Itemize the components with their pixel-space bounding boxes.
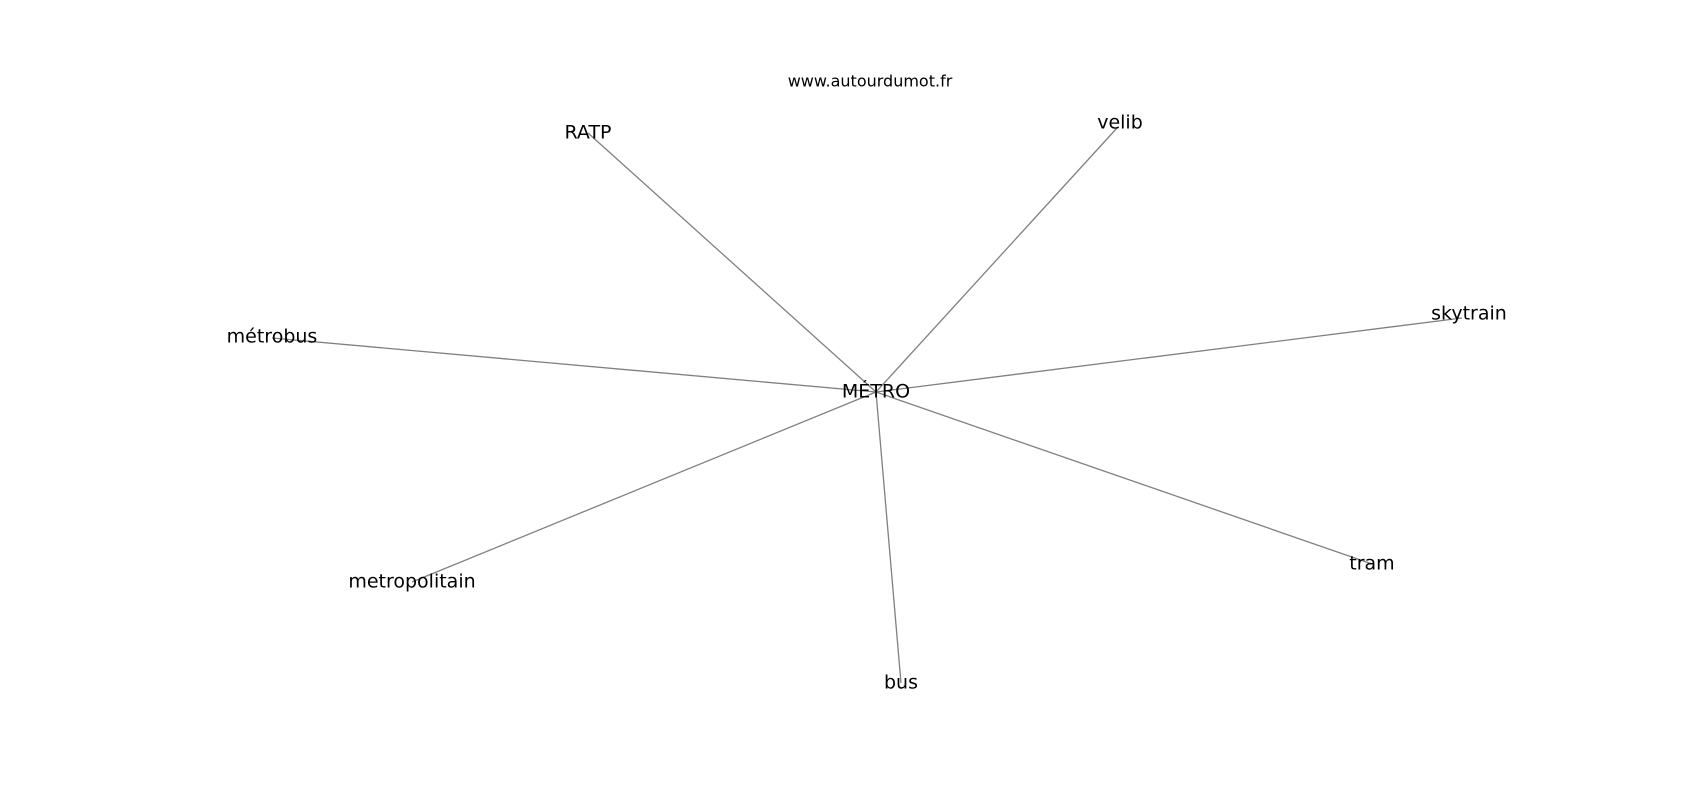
node-velib[interactable]: velib bbox=[1097, 112, 1143, 134]
edge-metro-velib bbox=[875, 127, 1118, 393]
edges-group bbox=[271, 127, 1463, 684]
edge-metro-tram bbox=[875, 391, 1373, 565]
edge-metro-metrobus bbox=[271, 337, 877, 393]
node-skytrain[interactable]: skytrain bbox=[1431, 303, 1507, 325]
edge-metro-bus bbox=[875, 391, 902, 684]
node-bus[interactable]: bus bbox=[884, 672, 918, 694]
node-metrobus[interactable]: métrobus bbox=[227, 326, 318, 348]
edge-metro-metropolitain bbox=[411, 391, 877, 583]
nodes-group: MÉTRO RATP velib skytrain tram bus metro… bbox=[227, 112, 1507, 694]
site-watermark: www.autourdumot.fr bbox=[788, 72, 953, 91]
node-tram[interactable]: tram bbox=[1349, 553, 1394, 575]
node-ratp[interactable]: RATP bbox=[564, 122, 611, 144]
node-center-metro[interactable]: MÉTRO bbox=[842, 380, 910, 403]
node-metropolitain[interactable]: metropolitain bbox=[348, 571, 475, 593]
edge-metro-skytrain bbox=[875, 317, 1463, 393]
edge-metro-ratp bbox=[587, 132, 877, 393]
